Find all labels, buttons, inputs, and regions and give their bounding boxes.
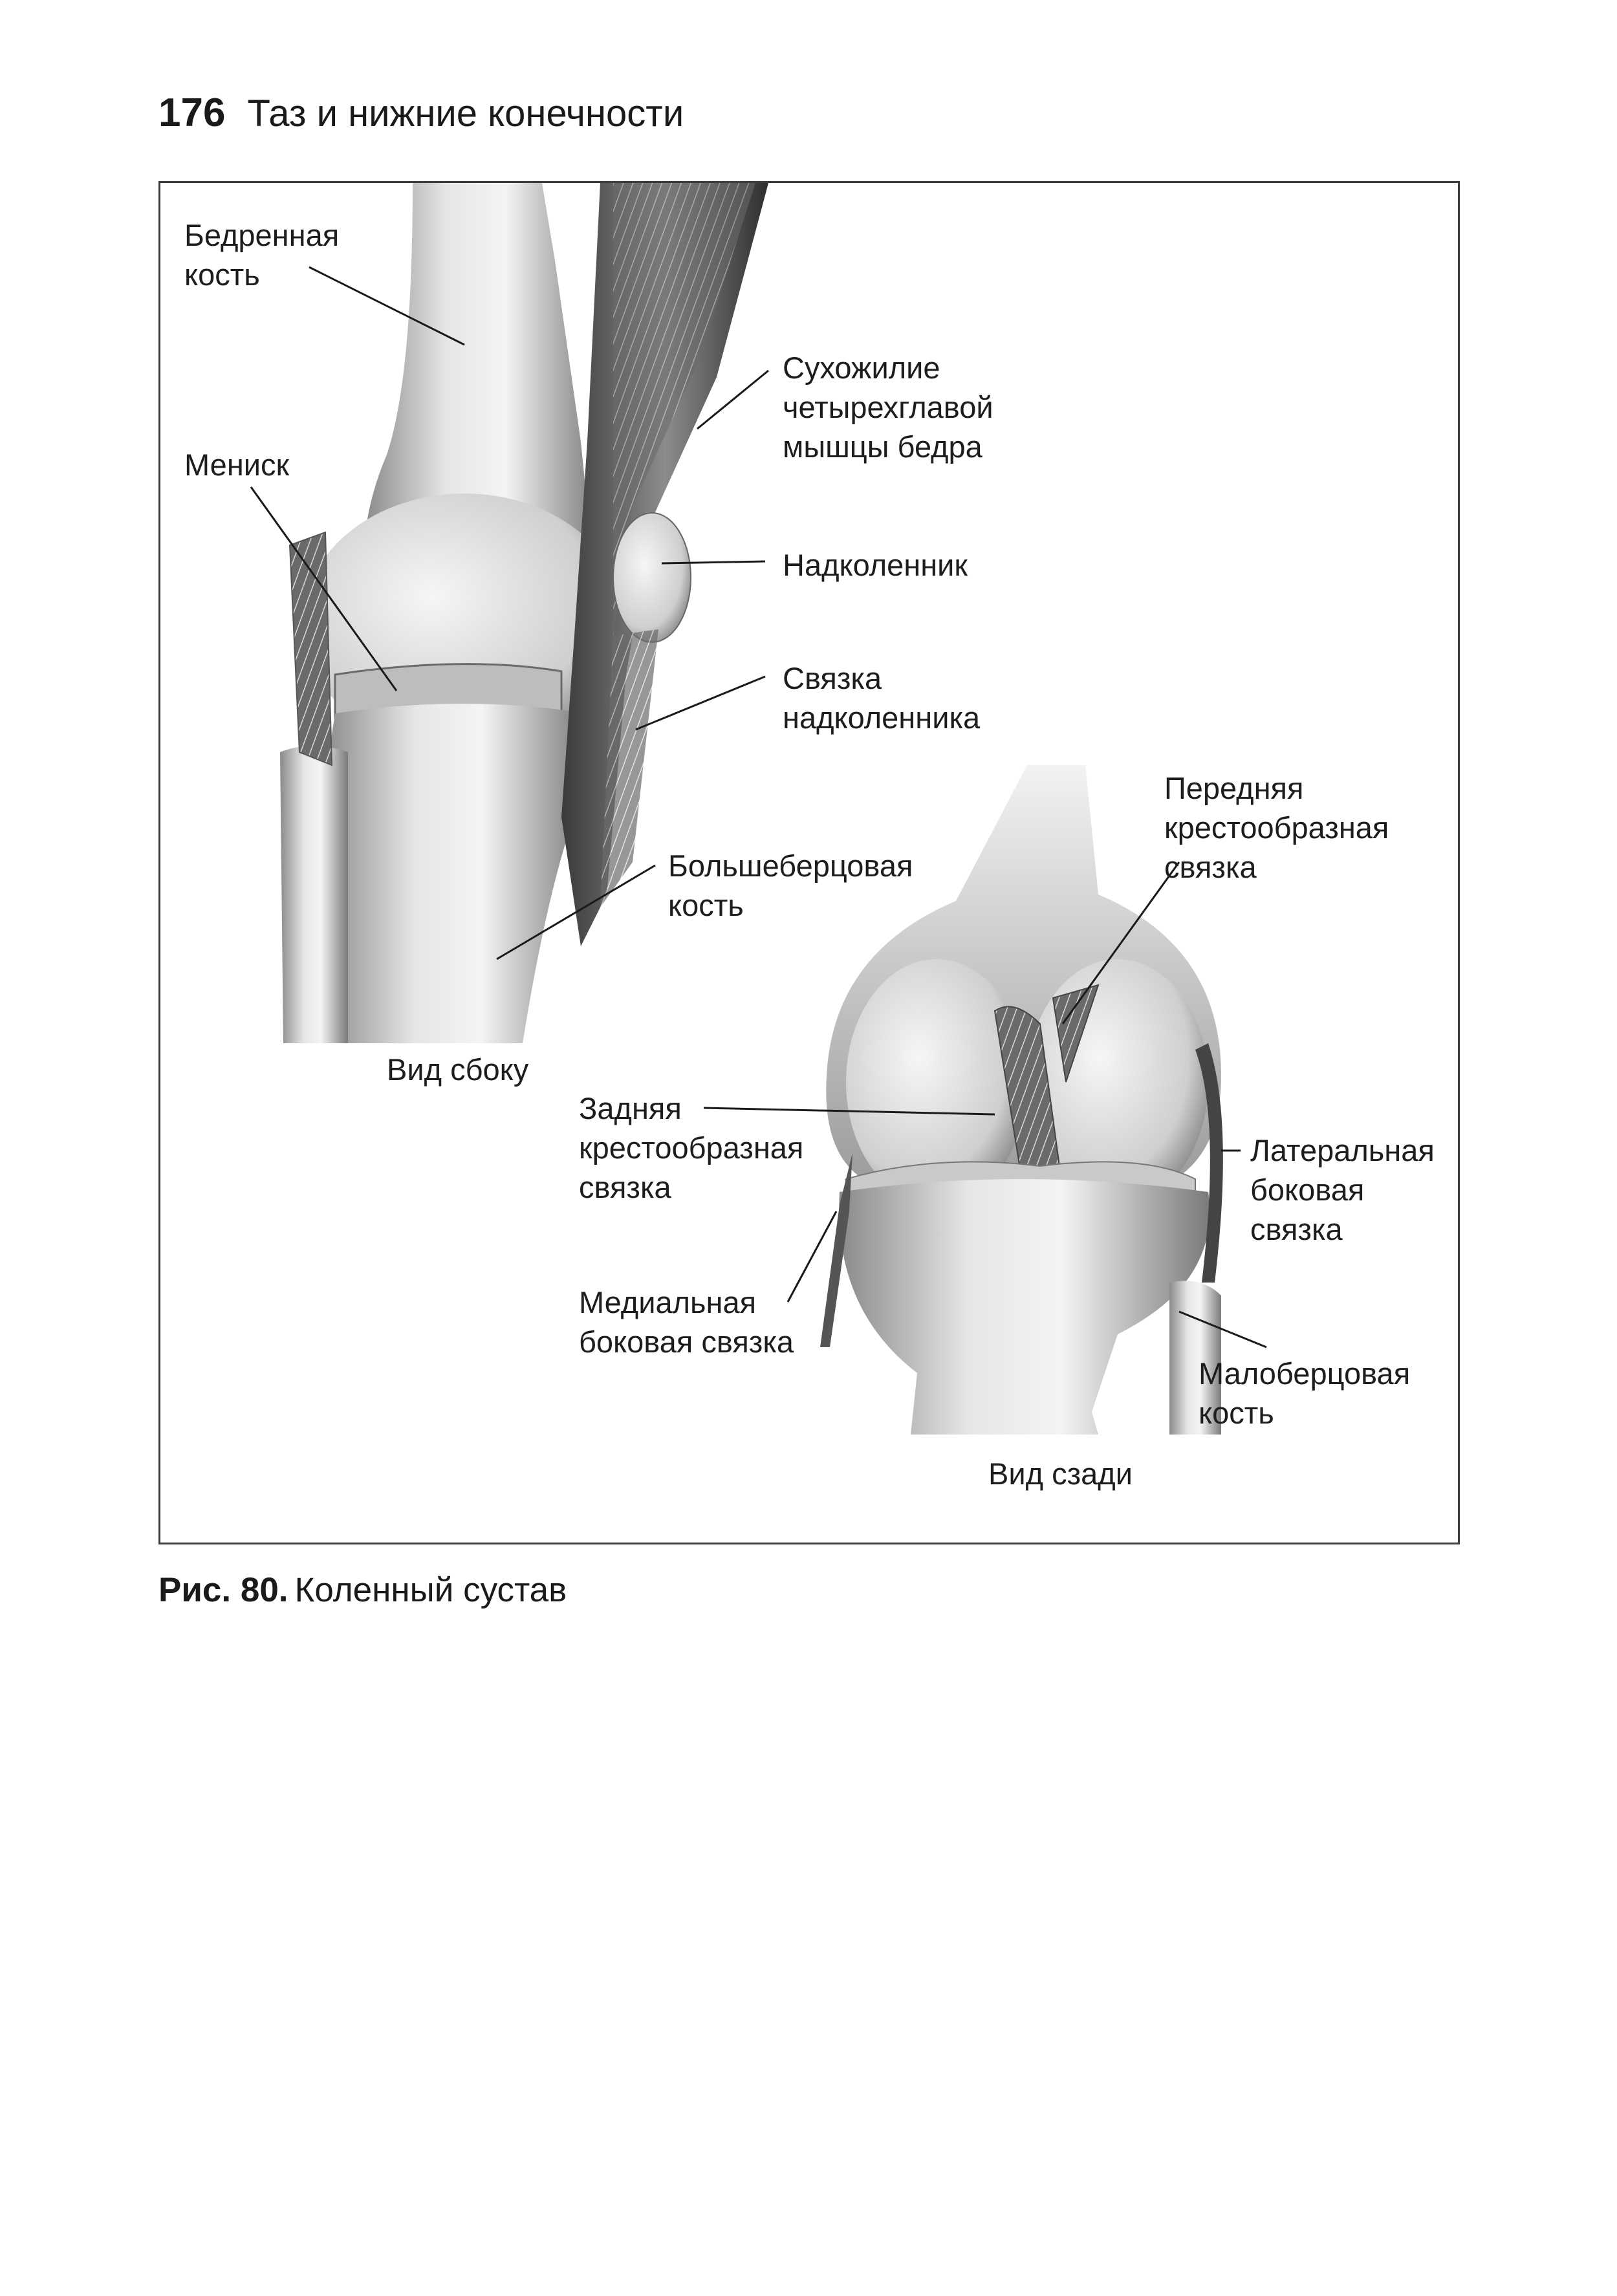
- label-lateral-collateral: Латеральная боковая связка: [1250, 1133, 1435, 1246]
- label-fibula: Малоберцовая кость: [1199, 1356, 1411, 1430]
- label-patella: Надколенник: [783, 548, 968, 582]
- label-side-view: Вид сбоку: [387, 1052, 529, 1087]
- page-header: 176 Таз и нижние конечности: [158, 91, 684, 136]
- figure-number: Рис. 80.: [158, 1571, 288, 1609]
- label-meniscus: Мениск: [184, 448, 290, 482]
- back-view-drawing: [820, 765, 1223, 1435]
- figure-frame: Бедренная кость Сухожилие четырехглавой …: [158, 181, 1460, 1544]
- label-quadriceps-tendon: Сухожилие четырехглавой мышцы бедра: [783, 351, 993, 464]
- knee-illustration: [250, 183, 1267, 1435]
- label-anterior-cruciate: Передняя крестообразная связка: [1164, 771, 1389, 884]
- label-posterior-cruciate: Задняя крестообразная связка: [579, 1091, 804, 1204]
- leader-lines: [250, 266, 1267, 1348]
- label-femur: Бедренная кость: [184, 218, 340, 292]
- figure-caption: Рис. 80.Коленный сустав: [158, 1569, 567, 1612]
- label-back-view: Вид сзади: [988, 1457, 1133, 1491]
- page-number: 176: [158, 91, 226, 135]
- label-tibia: Большеберцовая кость: [668, 849, 913, 922]
- label-medial-collateral: Медиальная боковая связка: [579, 1285, 794, 1359]
- section-title: Таз и нижние конечности: [247, 92, 684, 135]
- label-patellar-ligament: Связка надколенника: [783, 661, 981, 735]
- figure-title: Коленный сустав: [294, 1571, 567, 1609]
- side-view-drawing: [280, 183, 768, 1043]
